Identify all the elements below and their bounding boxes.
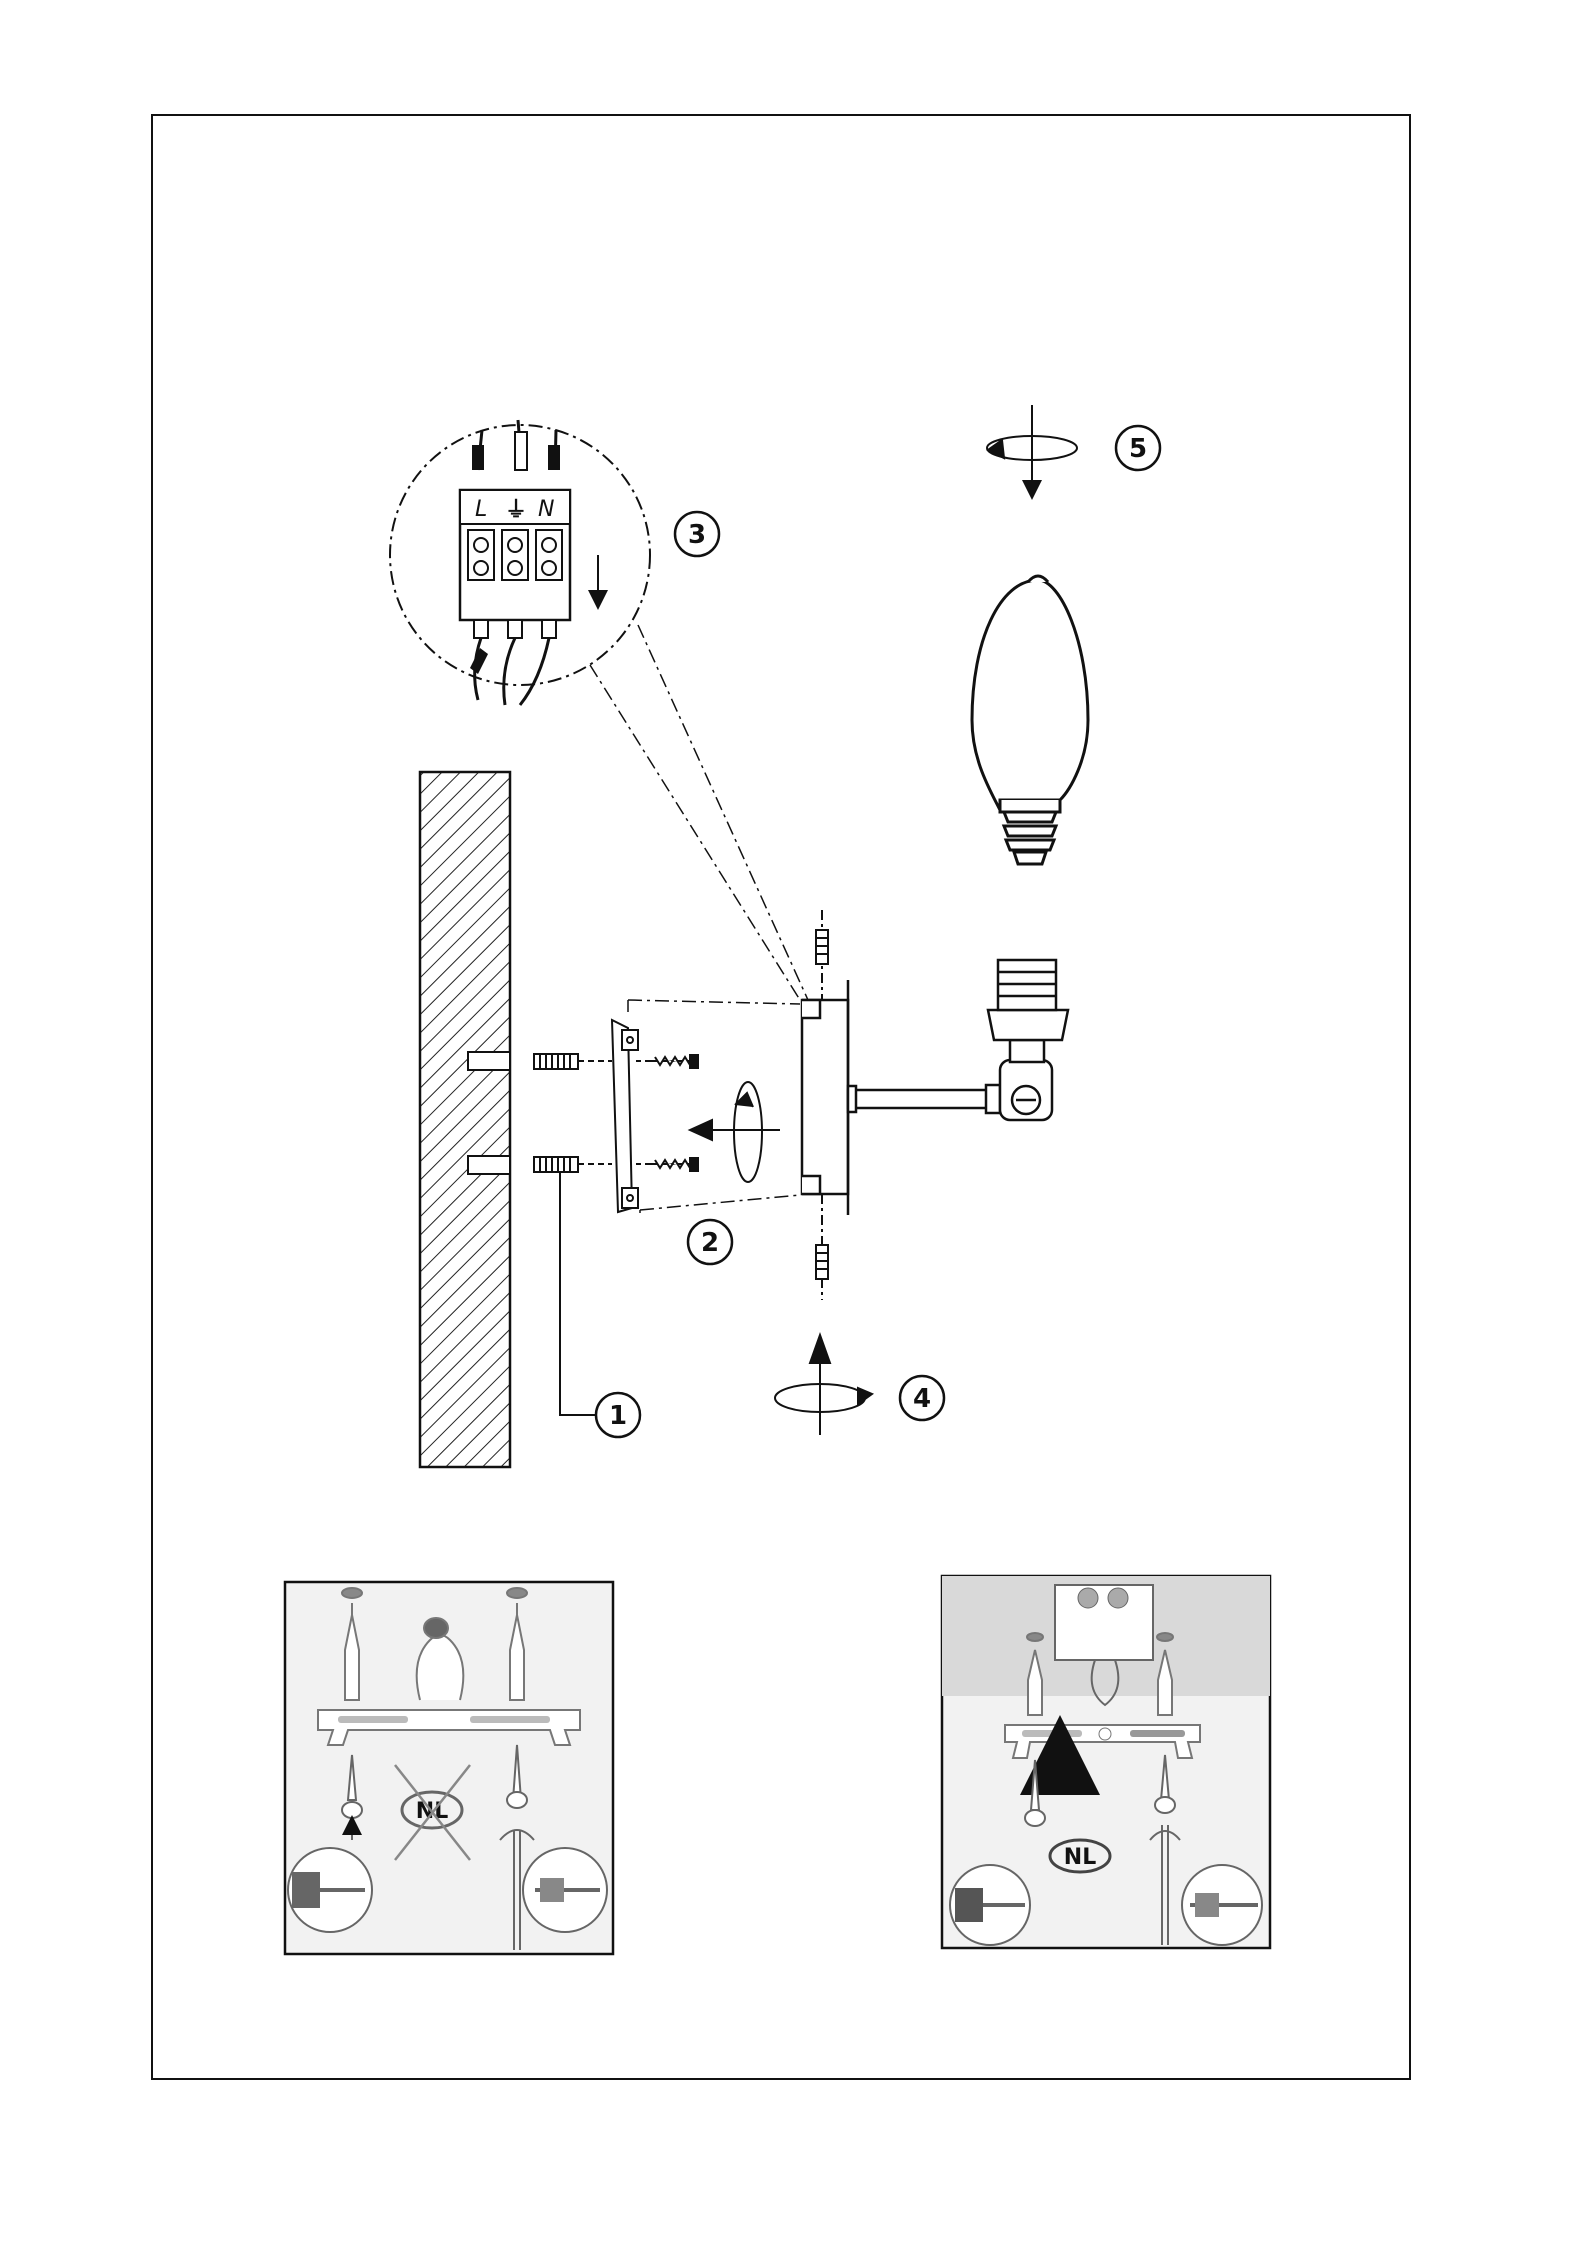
step-number-2: 2 bbox=[701, 1228, 719, 1258]
panel-left: NL bbox=[285, 1582, 613, 1954]
wall-plugs bbox=[534, 1054, 612, 1172]
light-bulb bbox=[972, 576, 1088, 864]
step-callout-3: 3 bbox=[675, 512, 719, 556]
panel-right: NL bbox=[942, 1576, 1270, 1948]
wiring-detail-circle: L ⏚ N bbox=[390, 420, 650, 705]
step-callout-5: 5 bbox=[1116, 426, 1160, 470]
step-number-1: 1 bbox=[609, 1401, 627, 1431]
lamp-socket bbox=[988, 960, 1068, 1062]
step-number-5: 5 bbox=[1129, 434, 1147, 464]
step-callout-4: 4 bbox=[900, 1376, 944, 1420]
terminal-live-label: L bbox=[475, 497, 487, 522]
terminal-neutral-label: N bbox=[538, 497, 554, 522]
wall bbox=[420, 772, 510, 1467]
bracket-screws bbox=[636, 1055, 698, 1171]
lamp-arm bbox=[848, 1060, 1052, 1120]
step-number-3: 3 bbox=[688, 520, 706, 550]
step-callout-2: 2 bbox=[688, 1220, 732, 1264]
terminal-earth-label: ⏚ bbox=[505, 498, 527, 523]
tighten-arrow-icon bbox=[775, 1335, 872, 1435]
mounting-bracket bbox=[612, 1020, 638, 1212]
step-callout-1: 1 bbox=[540, 1172, 640, 1437]
wall-hole-bottom bbox=[468, 1156, 510, 1174]
panel-right-badge: NL bbox=[1064, 1845, 1096, 1870]
wall-hole-top bbox=[468, 1052, 510, 1070]
rotate-arrow-icon bbox=[690, 1082, 780, 1182]
screw-in-arrow-icon bbox=[987, 405, 1077, 490]
wall-base bbox=[802, 980, 848, 1215]
step-number-4: 4 bbox=[913, 1384, 931, 1414]
